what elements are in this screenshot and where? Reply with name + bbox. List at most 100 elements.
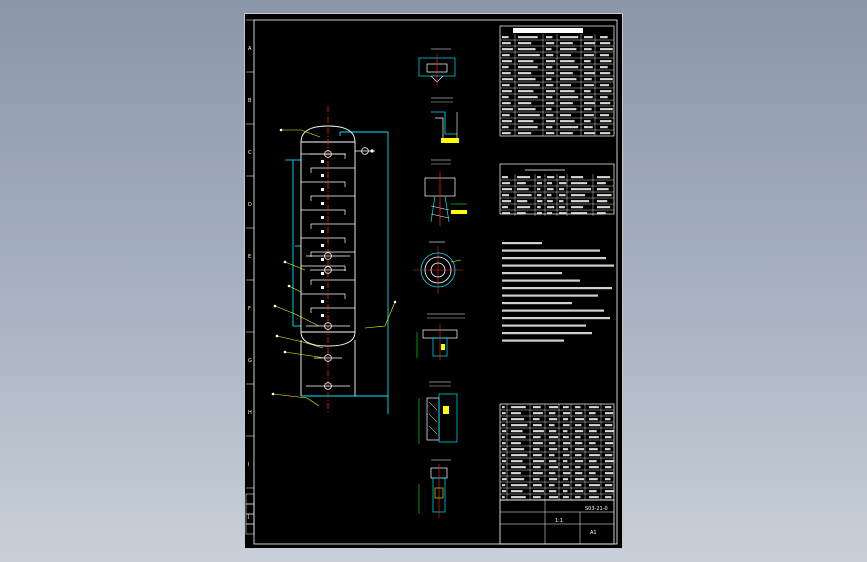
detail-2	[431, 97, 459, 143]
table-cell-text	[560, 126, 579, 129]
table-cell-text	[533, 484, 542, 487]
zone-letter: E	[248, 254, 251, 260]
table-cell-text	[605, 412, 614, 415]
table-cell-text	[600, 102, 611, 105]
table-cell-text	[571, 176, 584, 179]
table-cell-text	[571, 212, 588, 215]
detail-views	[413, 48, 467, 518]
table-cell-text	[549, 436, 559, 439]
table-cell-text	[584, 114, 594, 117]
table-cell-text	[589, 478, 598, 481]
zone-letter: C	[248, 150, 252, 156]
table-cell-text	[537, 182, 542, 185]
zone-letter: I	[248, 462, 249, 468]
nozzle-circle	[361, 147, 369, 155]
note-line	[502, 324, 586, 327]
note-line	[502, 287, 612, 290]
vessel-elevation	[271, 106, 397, 414]
table-cell-text	[546, 60, 556, 63]
table-cell-text	[597, 188, 609, 191]
table-cell-text	[563, 448, 569, 451]
table-cell-text	[511, 454, 528, 457]
table-cell-text	[584, 126, 593, 129]
table-cell-text	[575, 406, 581, 409]
table-cell-text	[546, 108, 552, 111]
table-cell-text	[549, 412, 556, 415]
table-cell-text	[546, 78, 552, 81]
zone-letter: H	[248, 410, 252, 416]
table-cell-text	[575, 454, 582, 457]
table-cell-text	[584, 132, 595, 135]
table-cell-text	[575, 430, 584, 433]
tray-marker	[321, 160, 324, 163]
table-cell-text	[549, 454, 555, 457]
table-cell-text	[584, 84, 594, 87]
parts-list-table	[499, 403, 615, 501]
table-cell-text	[502, 42, 511, 45]
zone-letter: J	[247, 514, 249, 520]
note-line	[502, 272, 562, 275]
table-cell-text	[600, 108, 613, 111]
tray	[301, 293, 346, 299]
table-cell-text	[584, 108, 592, 111]
table-cell-text	[549, 430, 557, 433]
table-cell-text	[584, 72, 595, 75]
leader-lines	[272, 129, 396, 407]
table-cell-text	[549, 478, 558, 481]
technical-notes	[502, 242, 614, 342]
table-cell-text	[560, 42, 573, 45]
table-cell-text	[502, 132, 511, 135]
detail-1	[418, 48, 456, 86]
table-cell-text	[546, 84, 554, 87]
table-cell-text	[589, 424, 600, 427]
sheet-note: A1	[590, 530, 597, 536]
tray	[310, 195, 355, 201]
binding-margin	[245, 493, 255, 535]
table-cell-text	[537, 206, 541, 209]
table-cell-text	[560, 36, 579, 39]
table-cell-text	[518, 132, 532, 135]
table-cell-text	[547, 200, 553, 203]
table-cell-text	[502, 442, 506, 445]
note-line	[502, 339, 564, 342]
table-cell-text	[563, 460, 568, 463]
table-cell-text	[575, 448, 585, 451]
table-cell-text	[502, 212, 511, 215]
table-cell-text	[560, 108, 577, 111]
tray-marker	[321, 174, 324, 177]
table-cell-text	[511, 466, 526, 469]
table-cell-text	[560, 102, 573, 105]
detail-5	[416, 313, 465, 360]
table-cell-text	[549, 460, 557, 463]
table-cell-text	[502, 108, 513, 111]
drawing-frame	[253, 19, 618, 545]
table-cell-text	[502, 200, 512, 203]
table-cell-text	[600, 126, 608, 129]
table-cell-text	[600, 96, 608, 99]
table-cell-text	[584, 60, 591, 63]
note-line	[502, 242, 542, 245]
table-cell-text	[518, 42, 532, 45]
table-cell-text	[605, 496, 612, 499]
table-cell-text	[563, 496, 569, 499]
table-cell-text	[563, 484, 570, 487]
table-cell-text	[600, 114, 609, 117]
table-cell-text	[597, 176, 611, 179]
table-cell-text	[546, 36, 553, 39]
table-cell-text	[584, 66, 593, 69]
drawing-number: S03-21-0	[585, 506, 608, 512]
table-cell-text	[511, 460, 523, 463]
table-cell-text	[560, 120, 575, 123]
table-cell-text	[502, 472, 506, 475]
table-cell-text	[546, 42, 555, 45]
table-cell-text	[502, 48, 513, 51]
table-cell-text	[575, 412, 583, 415]
nozzle-circle	[324, 266, 332, 274]
table-cell-text	[563, 406, 569, 409]
table-cell-text	[547, 194, 552, 197]
table-cell-text	[502, 478, 507, 481]
table-cell-text	[549, 496, 559, 499]
table-cell-text	[560, 54, 571, 57]
